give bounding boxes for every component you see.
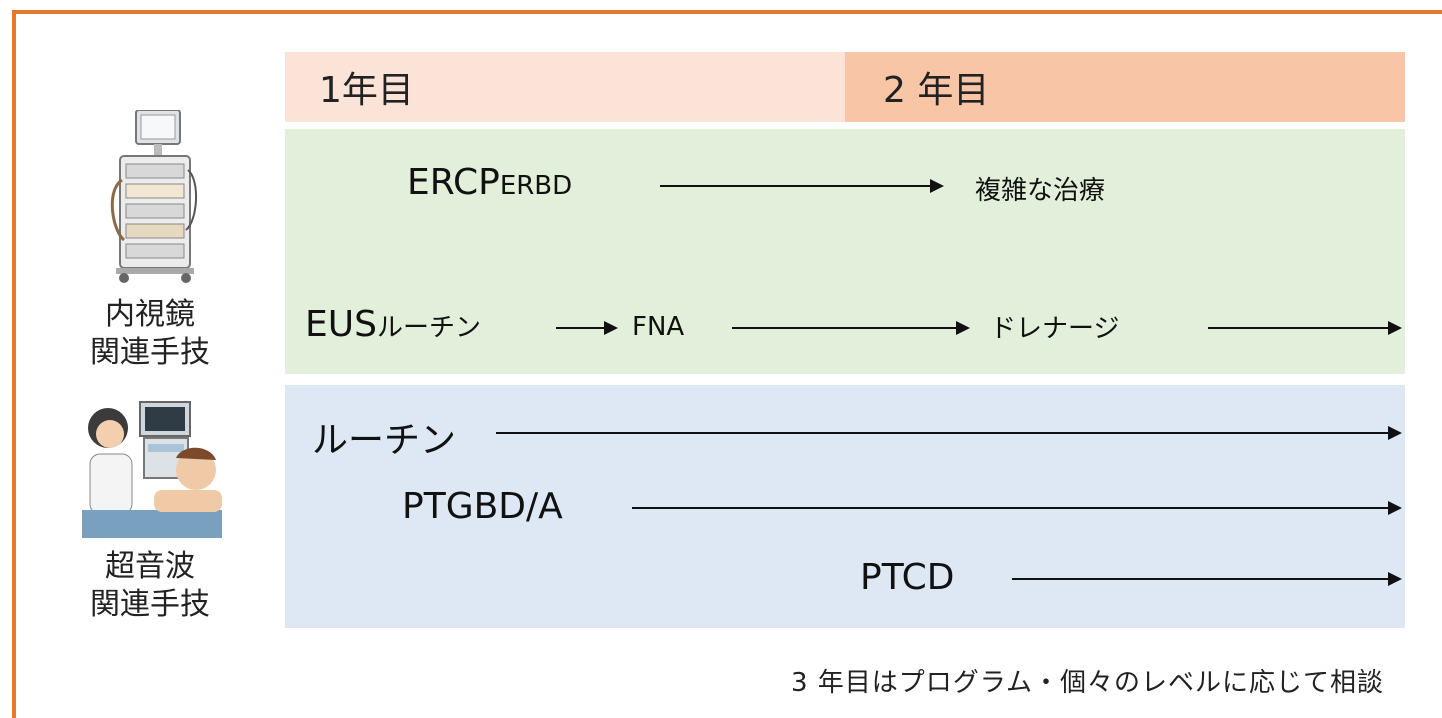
year-2-header: 2 年目 bbox=[845, 52, 1405, 122]
complex-treatment-label: 複雑な治療 bbox=[975, 176, 1106, 206]
ptgbd-arrow bbox=[632, 501, 1402, 515]
eus-arrow bbox=[556, 321, 618, 335]
ultrasound-label: 超音波 関連手技 bbox=[55, 548, 245, 624]
year-2-label: 2 年目 bbox=[883, 70, 990, 111]
endoscopy-label: 内視鏡 関連手技 bbox=[55, 296, 245, 372]
ultrasound-exam-icon bbox=[82, 398, 222, 538]
fna-label: FNA bbox=[632, 312, 685, 342]
endoscopy-label-line1: 内視鏡 bbox=[105, 297, 195, 332]
eus-label: EUSルーチン bbox=[305, 304, 481, 345]
eus-text: EUS bbox=[305, 304, 377, 345]
frame-border-top bbox=[12, 10, 1442, 14]
ercp-label: ERCPERBD bbox=[407, 162, 572, 203]
frame-border-left bbox=[12, 10, 16, 718]
erbd-text: ERBD bbox=[499, 171, 573, 201]
ptcd-arrow bbox=[1012, 572, 1402, 586]
drainage-arrow bbox=[1208, 321, 1402, 335]
ercp-arrow bbox=[660, 179, 944, 193]
ptgbd-label: PTGBD/A bbox=[402, 486, 563, 527]
ultrasound-label-line1: 超音波 bbox=[105, 549, 195, 584]
footnote: 3 年目はプログラム・個々のレベルに応じて相談 bbox=[790, 668, 1384, 698]
eus-routine-text: ルーチン bbox=[376, 313, 481, 343]
ultrasound-label-line2: 関連手技 bbox=[90, 587, 210, 622]
endoscopy-label-line2: 関連手技 bbox=[90, 335, 210, 370]
fna-arrow bbox=[732, 321, 970, 335]
ercp-text: ERCP bbox=[407, 162, 500, 203]
endoscopy-band bbox=[285, 129, 1405, 374]
year-1-header: 1年目 bbox=[285, 52, 845, 122]
drainage-label: ドレナージ bbox=[990, 314, 1120, 344]
year-1-label: 1年目 bbox=[319, 70, 414, 111]
ultrasound-band bbox=[285, 385, 1405, 628]
endoscopy-tower-icon bbox=[108, 109, 200, 286]
ptcd-label: PTCD bbox=[860, 557, 955, 598]
us-routine-label: ルーチン bbox=[312, 420, 457, 461]
us-routine-arrow bbox=[496, 426, 1402, 440]
